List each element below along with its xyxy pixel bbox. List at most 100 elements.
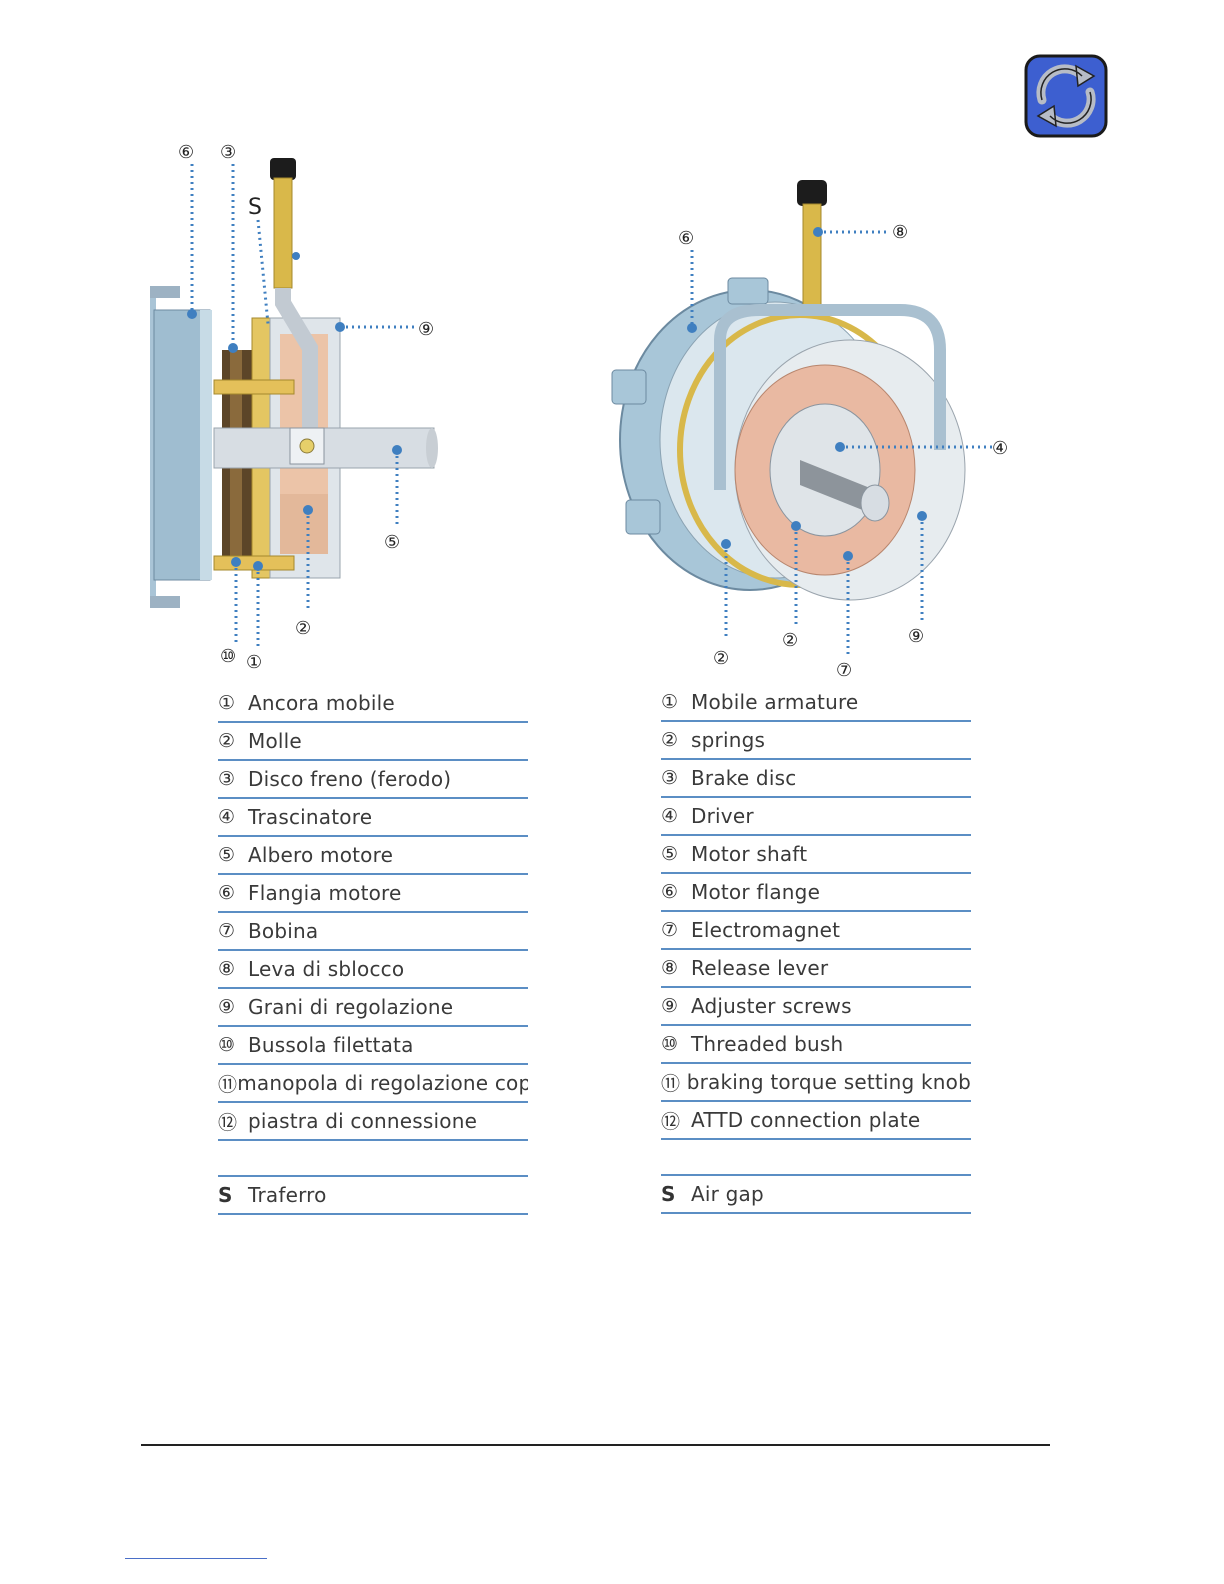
legend-english: ① Mobile armature ② springs ③ Brake disc ④ Driv… [661, 684, 971, 1214]
callout-right-8: ⑧ [892, 222, 908, 243]
legend-text: Leva di sblocco [248, 957, 405, 981]
legend-number: ⑥ [661, 881, 679, 903]
legend-text: Molle [248, 729, 302, 753]
shaft-shape [213, 427, 438, 469]
legend-row: ① Mobile armature [661, 684, 971, 722]
legend-text: springs [691, 728, 766, 752]
left-callout-leaders [190, 164, 416, 646]
bottom-link-underline [125, 1558, 267, 1559]
legend-text: Threaded bush [691, 1032, 844, 1056]
legend-text: Driver [691, 804, 754, 828]
legend-row-air-gap: S Air gap [661, 1176, 971, 1214]
legend-text: Adjuster screws [691, 994, 852, 1018]
legend-number: ⑩ [218, 1034, 236, 1056]
legend-number: S [661, 1182, 676, 1206]
callout-right-2b: ② [782, 630, 798, 651]
legend-number: ① [661, 691, 679, 713]
legend-number: ⑪ [661, 1072, 681, 1095]
callout-left-10: ⑩ [220, 646, 236, 667]
release-lever-shape [270, 158, 325, 465]
legend-text: Electromagnet [691, 918, 841, 942]
legend-text: Bussola filettata [248, 1033, 414, 1057]
legend-number: ⑦ [218, 920, 236, 942]
legend-number: ② [218, 730, 236, 752]
legend-number: ③ [218, 768, 236, 790]
legend-row: ⑤ Motor shaft [661, 836, 971, 874]
legend-row: ⑨ Adjuster screws [661, 988, 971, 1026]
legend-text: Release lever [691, 956, 829, 980]
callout-right-4: ④ [992, 438, 1008, 459]
electromagnet-body [734, 339, 966, 601]
legend-number: ⑥ [218, 882, 236, 904]
legend-number: ⑤ [661, 843, 679, 865]
legend-text: Ancora mobile [248, 691, 395, 715]
motor-shaft [800, 460, 890, 522]
legend-number: ④ [218, 806, 236, 828]
legend-row: ① Ancora mobile [218, 685, 528, 723]
legend-text: manopola di regolazione coppia [237, 1071, 528, 1095]
legend-row: ⑦ Bobina [218, 913, 528, 951]
left-callout-dots [187, 252, 402, 571]
callout-right-9: ⑨ [908, 626, 924, 647]
legend-text: Grani di regolazione [248, 995, 454, 1019]
legend-number: S [218, 1183, 233, 1207]
callout-left-3: ③ [220, 142, 236, 163]
legend-number: ⑩ [661, 1033, 679, 1055]
footer-divider [141, 1444, 1050, 1446]
legend-row: ⑩ Threaded bush [661, 1026, 971, 1064]
legend-text: Air gap [691, 1182, 764, 1206]
brake-perspective-diagram: ⑥ ⑧ ④ ② ② ⑦ ⑨ [611, 180, 1008, 680]
legend-row: ⑥ Flangia motore [218, 875, 528, 913]
legend-text: Traferro [248, 1183, 327, 1207]
legend-number: ⑪ [218, 1073, 238, 1096]
callout-left-1: ① [246, 652, 262, 673]
legend-row-air-gap: S Traferro [218, 1177, 528, 1215]
legend-number: ② [661, 729, 679, 751]
legend-row: ⑤ Albero motore [218, 837, 528, 875]
legend-number: ⑫ [661, 1110, 681, 1133]
legend-text: Bobina [248, 919, 319, 943]
rotation-arrows-icon [1024, 54, 1108, 138]
legend-row: ④ Driver [661, 798, 971, 836]
legend-number: ⑨ [661, 995, 679, 1017]
legend-text: Disco freno (ferodo) [248, 767, 452, 791]
brake-cutaway-diagram: ⑥ ③ S ⑨ ⑤ ② ⑩ ① [150, 142, 438, 673]
callout-left-s: S [248, 195, 262, 220]
legend-text: Mobile armature [691, 690, 859, 714]
legend-number: ⑧ [661, 957, 679, 979]
right-callout-dots [687, 227, 927, 561]
callout-left-9: ⑨ [418, 319, 434, 340]
right-callout-leaders [690, 230, 992, 654]
legend-text: Albero motore [248, 843, 394, 867]
legend-number: ⑤ [218, 844, 236, 866]
legend-text: Motor flange [691, 880, 821, 904]
legend-text: Motor shaft [691, 842, 808, 866]
legend-number: ⑦ [661, 919, 679, 941]
legend-number: ③ [661, 767, 679, 789]
legend-text: Flangia motore [248, 881, 402, 905]
callout-right-7: ⑦ [836, 660, 852, 680]
legend-row: ⑥ Motor flange [661, 874, 971, 912]
callout-left-2: ② [295, 618, 311, 639]
legend-text: piastra di connessione [248, 1109, 478, 1133]
callout-right-6: ⑥ [678, 228, 694, 249]
legend-number: ④ [661, 805, 679, 827]
motor-flange-shape [150, 286, 212, 608]
legend-row: ③ Disco freno (ferodo) [218, 761, 528, 799]
legend-row: ② Molle [218, 723, 528, 761]
legend-text: ATTD connection plate [691, 1108, 921, 1132]
legend-spacer-row [661, 1140, 971, 1176]
legend-number: ① [218, 692, 236, 714]
callout-left-5: ⑤ [384, 532, 400, 553]
legend-text: Brake disc [691, 766, 797, 790]
legend-row: ② springs [661, 722, 971, 760]
legend-text: braking torque setting knob [686, 1070, 971, 1094]
legend-row: ③ Brake disc [661, 760, 971, 798]
legend-italian: ① Ancora mobile ② Molle ③ Disco freno (ferodo… [218, 685, 528, 1215]
